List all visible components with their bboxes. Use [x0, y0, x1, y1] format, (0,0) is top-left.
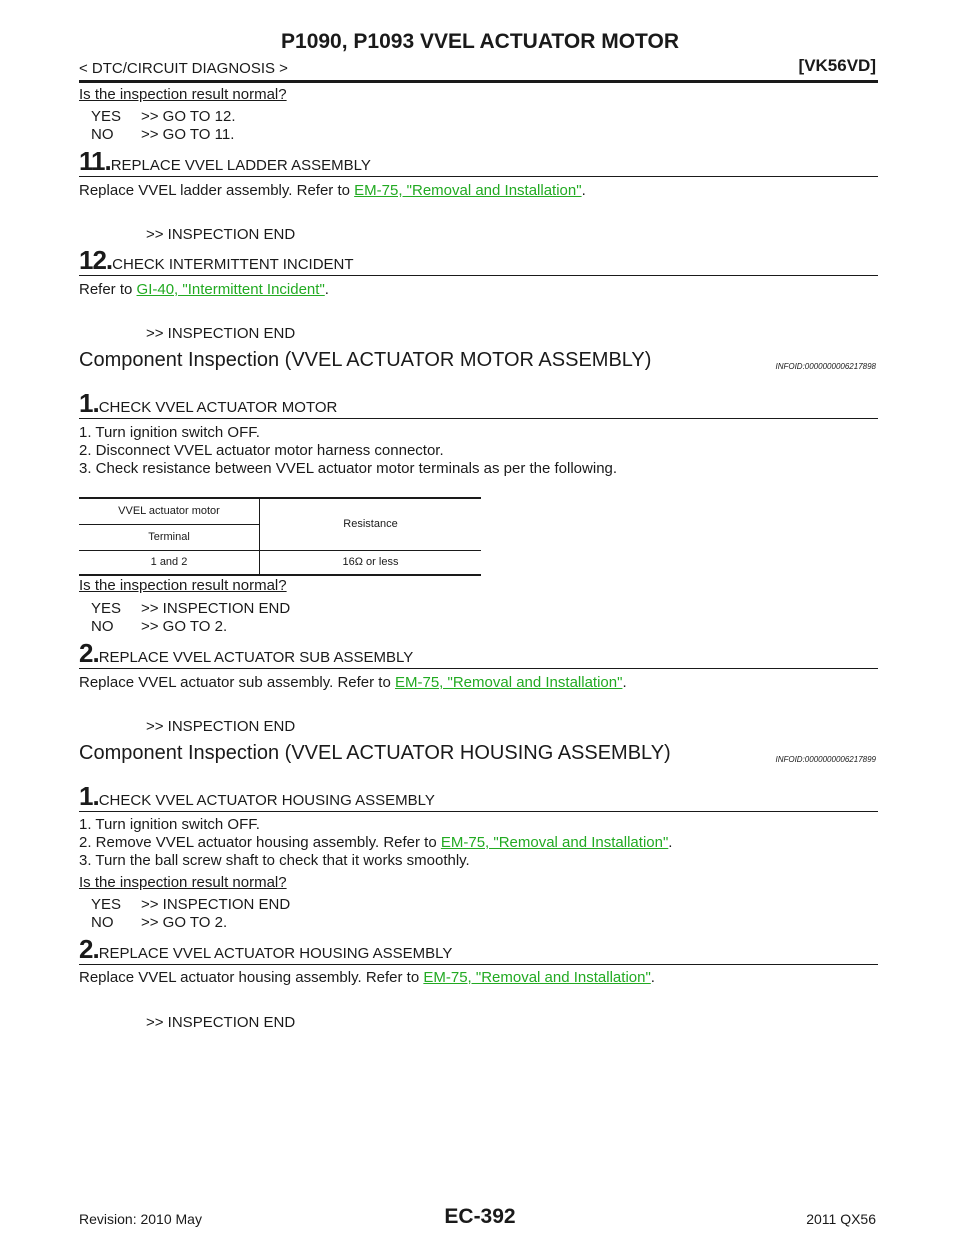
motor-step-2-instruction: Replace VVEL actuator sub assembly. Refe… — [79, 674, 627, 691]
step-12-instruction: Refer to GI-40, "Intermittent Incident". — [79, 281, 329, 298]
section-title-housing: Component Inspection (VVEL ACTUATOR HOUS… — [79, 742, 671, 764]
page-number: EC-392 — [444, 1205, 516, 1228]
info-id: INFOID:0000000006217899 — [775, 755, 876, 764]
list-item: 1. Turn ignition switch OFF. — [79, 816, 260, 833]
removal-installation-link[interactable]: EM-75, "Removal and Installation" — [395, 674, 623, 691]
step-divider — [79, 176, 878, 177]
table-header-terminal: Terminal — [79, 524, 260, 551]
instruction-text-end: . — [324, 281, 329, 298]
list-item: 2. Disconnect VVEL actuator motor harnes… — [79, 442, 444, 459]
section-title-motor: Component Inspection (VVEL ACTUATOR MOTO… — [79, 349, 652, 371]
instruction-text: Replace VVEL actuator sub assembly. Refe… — [79, 674, 395, 691]
step-number: 2. — [79, 934, 100, 964]
table-cell-terminal: 1 and 2 — [79, 550, 260, 575]
list-item: 3. Check resistance between VVEL actuato… — [79, 460, 618, 477]
yes-label: YES — [91, 896, 122, 913]
instruction-text: Replace VVEL ladder assembly. Refer to — [79, 182, 355, 199]
list-item-text-end: . — [668, 834, 673, 851]
removal-installation-link[interactable]: EM-75, "Removal and Installation" — [423, 969, 651, 986]
procedure-list: 1. Turn ignition switch OFF. 2. Remove V… — [79, 816, 672, 870]
list-item-text: 2. Remove VVEL actuator housing assembly… — [79, 834, 441, 851]
model-code: [VK56VD] — [798, 56, 876, 75]
step-divider — [79, 668, 878, 669]
yes-no-result: YES >> GO TO 12. NO >> GO TO 11. — [91, 108, 236, 144]
table-header-resistance: Resistance — [259, 498, 481, 551]
step-12-heading: 12.CHECK INTERMITTENT INCIDENT — [79, 245, 354, 276]
step-title: REPLACE VVEL ACTUATOR HOUSING ASSEMBLY — [98, 945, 453, 962]
step-number: 2. — [79, 638, 100, 668]
motor-step-2-heading: 2.REPLACE VVEL ACTUATOR SUB ASSEMBLY — [79, 638, 413, 669]
yes-no-result: YES >> INSPECTION END NO >> GO TO 2. — [91, 600, 290, 636]
instruction-text: Replace VVEL actuator housing assembly. … — [79, 969, 424, 986]
inspection-end: >> INSPECTION END — [146, 226, 296, 243]
step-title: CHECK INTERMITTENT INCIDENT — [112, 256, 354, 273]
step-number: 1. — [79, 388, 100, 418]
instruction-text-end: . — [622, 674, 627, 691]
info-id: INFOID:0000000006217898 — [775, 362, 876, 371]
page-title: P1090, P1093 VVEL ACTUATOR MOTOR — [281, 30, 679, 53]
instruction-text-end: . — [650, 969, 655, 986]
motor-step-1-heading: 1.CHECK VVEL ACTUATOR MOTOR — [79, 388, 337, 419]
housing-step-2-instruction: Replace VVEL actuator housing assembly. … — [79, 969, 655, 986]
no-label: NO — [91, 914, 114, 931]
header-divider — [79, 80, 878, 83]
list-item: 1. Turn ignition switch OFF. — [79, 424, 260, 441]
table-cell-resistance: 16Ω or less — [342, 556, 399, 569]
removal-installation-link[interactable]: EM-75, "Removal and Installation" — [354, 182, 582, 199]
intermittent-incident-link[interactable]: GI-40, "Intermittent Incident" — [136, 281, 325, 298]
instruction-text: Refer to — [79, 281, 137, 298]
inspection-end: >> INSPECTION END — [146, 718, 296, 735]
step-number: 12. — [79, 245, 113, 275]
step-divider — [79, 811, 878, 812]
step-number: 11. — [79, 146, 112, 176]
housing-step-2-heading: 2.REPLACE VVEL ACTUATOR HOUSING ASSEMBLY — [79, 934, 452, 965]
instruction-text-end: . — [581, 182, 586, 199]
step-number: 1. — [79, 781, 100, 811]
step-divider — [79, 418, 878, 419]
inspection-end: >> INSPECTION END — [146, 325, 296, 342]
no-action: >> GO TO 2. — [141, 618, 228, 635]
model-year: 2011 QX56 — [806, 1211, 876, 1227]
step-title: REPLACE VVEL ACTUATOR SUB ASSEMBLY — [98, 649, 414, 666]
table-header-component: VVEL actuator motor — [79, 498, 260, 525]
list-item: 3. Turn the ball screw shaft to check th… — [79, 852, 470, 869]
resistance-table: VVEL actuator motor Resistance Terminal … — [79, 497, 481, 576]
step-11-heading: 11.REPLACE VVEL LADDER ASSEMBLY — [79, 146, 371, 177]
list-item: 2. Remove VVEL actuator housing assembly… — [79, 834, 672, 852]
step-title: REPLACE VVEL LADDER ASSEMBLY — [110, 157, 371, 174]
breadcrumb: < DTC/CIRCUIT DIAGNOSIS > — [79, 60, 288, 77]
yes-label: YES — [91, 108, 122, 125]
inspection-end: >> INSPECTION END — [146, 1014, 296, 1031]
yes-action: >> INSPECTION END — [141, 896, 291, 913]
step-divider — [79, 275, 878, 276]
housing-step-1-heading: 1.CHECK VVEL ACTUATOR HOUSING ASSEMBLY — [79, 781, 435, 812]
step-title: CHECK VVEL ACTUATOR MOTOR — [98, 399, 338, 416]
no-action: >> GO TO 11. — [141, 126, 235, 143]
yes-no-result: YES >> INSPECTION END NO >> GO TO 2. — [91, 896, 290, 932]
procedure-list: 1. Turn ignition switch OFF. 2. Disconne… — [79, 424, 617, 478]
inspection-question: Is the inspection result normal? — [79, 874, 287, 891]
yes-label: YES — [91, 600, 122, 617]
step-title: CHECK VVEL ACTUATOR HOUSING ASSEMBLY — [98, 792, 435, 809]
inspection-question: Is the inspection result normal? — [79, 86, 287, 103]
no-label: NO — [91, 126, 114, 143]
yes-action: >> INSPECTION END — [141, 600, 291, 617]
step-divider — [79, 964, 878, 965]
yes-action: >> GO TO 12. — [141, 108, 236, 125]
removal-installation-link[interactable]: EM-75, "Removal and Installation" — [440, 834, 669, 851]
inspection-question: Is the inspection result normal? — [79, 577, 287, 594]
step-11-instruction: Replace VVEL ladder assembly. Refer to E… — [79, 182, 586, 199]
no-label: NO — [91, 618, 114, 635]
no-action: >> GO TO 2. — [141, 914, 228, 931]
revision-date: Revision: 2010 May — [79, 1211, 202, 1227]
